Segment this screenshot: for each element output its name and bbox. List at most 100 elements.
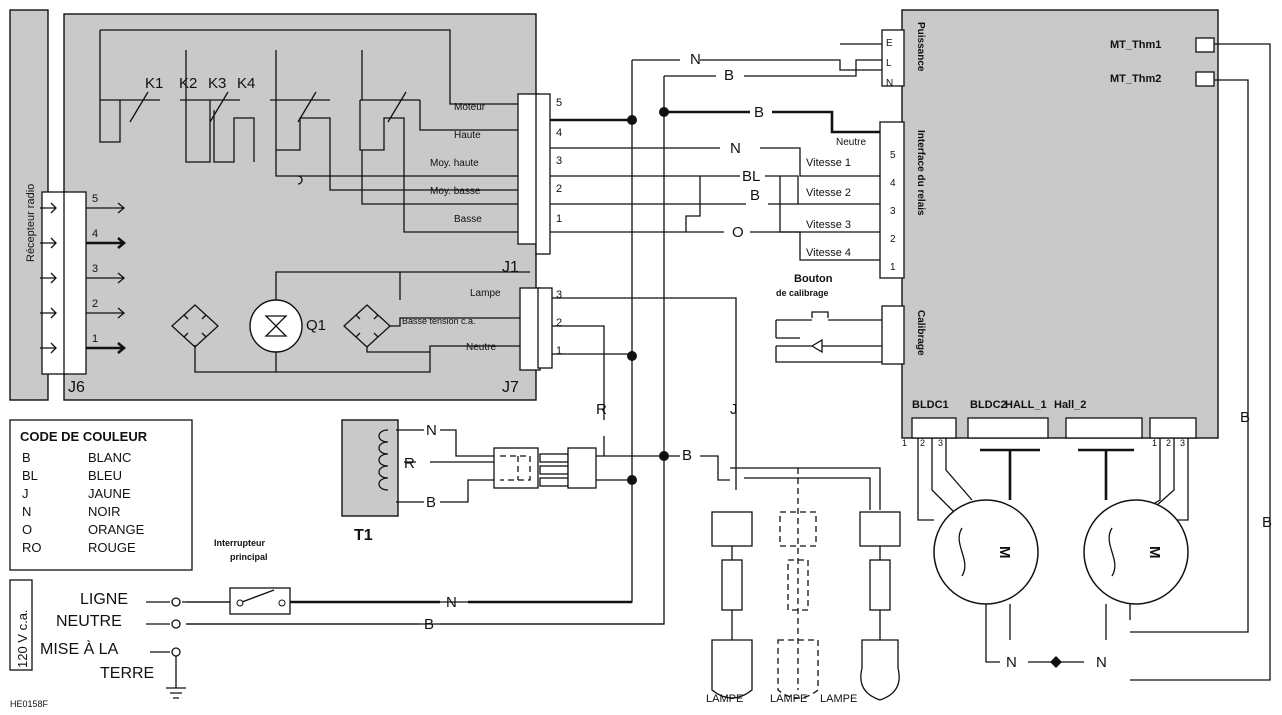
- calibration-title: Calibrage: [915, 310, 926, 356]
- puissance-connector: [881, 29, 905, 87]
- supply-voltage: 120 V c.a.: [15, 609, 30, 668]
- calibration-connector: [881, 305, 905, 365]
- t1-label-n: N: [426, 422, 437, 439]
- junction-2: [627, 351, 637, 361]
- puissance-pin-l: L: [886, 58, 892, 69]
- t1-label-r: R: [404, 455, 415, 472]
- main-switch-label-1: Interrupteur: [214, 538, 266, 548]
- puissance-pin-n: N: [886, 78, 893, 89]
- color-code-row-code: O: [22, 522, 32, 537]
- speed-2: Vitesse 2: [806, 187, 851, 199]
- color-code-row-code: N: [22, 504, 31, 519]
- motor-2-label: M: [1146, 546, 1163, 559]
- relay-num-3: 3: [890, 206, 896, 217]
- supply-neutre: NEUTRE: [56, 613, 122, 630]
- speed-4: Vitesse 4: [806, 247, 851, 259]
- wire-line-n: N: [446, 594, 457, 611]
- q1-triac: [194, 271, 530, 373]
- j7-connector: [519, 287, 541, 371]
- j7-label: J7: [502, 379, 519, 396]
- j1-num-4: 4: [556, 127, 562, 139]
- wire-b-v3: B: [750, 187, 760, 204]
- color-code-row-name: BLEU: [88, 468, 122, 483]
- wire-bl-v2: BL: [742, 168, 760, 185]
- j7-label-basse-tension: Basse tension c.a.: [402, 316, 476, 326]
- relay-num-4: 4: [890, 178, 896, 189]
- color-code-table: [9, 419, 193, 571]
- thermal-1: MT_Thm1: [1110, 39, 1161, 51]
- calibration-button: [775, 311, 882, 363]
- j6-pin-4: 4: [92, 228, 98, 240]
- wire-right-b-1: B: [1240, 409, 1250, 426]
- motor-1: [933, 499, 1039, 605]
- bottom-connector-blocks: [911, 417, 1197, 439]
- color-code-row-name: BLANC: [88, 450, 131, 465]
- junction-1: [627, 115, 637, 125]
- thermal-1-connector: [1195, 37, 1215, 53]
- relay-num-2: 2: [890, 234, 896, 245]
- wire-r-mid: R: [596, 401, 607, 418]
- relay-interface-title: Interface du relais: [915, 130, 926, 216]
- wire-b-lamp: B: [682, 447, 692, 464]
- bridge-rectifier-left: [171, 304, 219, 348]
- j1-connector: [517, 93, 539, 245]
- j7-num-3: 3: [556, 289, 562, 301]
- transformer-coil: [378, 429, 389, 491]
- motor-n-1: N: [1006, 654, 1017, 671]
- main-switch-label-2: principal: [230, 552, 268, 562]
- j1-num-5: 5: [556, 97, 562, 109]
- relay-k3: K3: [208, 75, 226, 92]
- supply-terre-1: MISE À LA: [40, 639, 119, 658]
- relay-neutre-label: Neutre: [836, 137, 866, 148]
- thermal-2-connector: [1195, 71, 1215, 87]
- color-code-row-name: JAUNE: [88, 486, 131, 501]
- j7-label-lampe: Lampe: [470, 288, 501, 299]
- bldc1-pin-1: 1: [902, 438, 907, 448]
- t1-wire-b: [396, 479, 494, 503]
- j6-connector: [41, 191, 67, 375]
- supply-box: [9, 579, 33, 671]
- t1-label: T1: [354, 527, 373, 544]
- j7-label-neutre: Neutre: [466, 342, 496, 353]
- motor-neutral-junction: [1050, 656, 1062, 668]
- puissance-wires: [839, 43, 882, 71]
- j1-output-wires: [550, 118, 880, 261]
- color-code-row-code: B: [22, 450, 31, 465]
- motor-n-2: N: [1096, 654, 1107, 671]
- transformer-t1: [341, 419, 399, 517]
- j6-pin-5: 5: [92, 193, 98, 205]
- wire-n-v1: N: [730, 140, 741, 157]
- supply-wires: [146, 597, 234, 699]
- lamp-b-wire: [664, 455, 730, 481]
- thermal-1-wire: [1130, 43, 1271, 681]
- calibration-button-label-1: Bouton: [794, 273, 833, 285]
- bldc1-pin-2: 2: [920, 438, 925, 448]
- color-code-title: CODE DE COULEUR: [20, 429, 148, 444]
- bldc2-pin-2: 2: [1166, 438, 1171, 448]
- j1-pin-labels: Moteur Haute Moy. haute Moy. basse Basse…: [430, 97, 562, 225]
- relay-interface-connector: [879, 121, 905, 279]
- j6-arrows: [40, 202, 127, 354]
- calibration-button-label-2: de calibrage: [776, 288, 829, 298]
- hall1-label: HALL_1: [1005, 399, 1047, 411]
- puissance-pin-e: E: [886, 38, 893, 49]
- supply-terre-2: TERRE: [100, 665, 154, 682]
- j7-output-wires: [552, 297, 737, 490]
- bridge-rectifier-right: [343, 304, 530, 353]
- color-code-rows: B BLANC BL BLEU J JAUNE N NOIR O ORANGE …: [22, 450, 145, 555]
- radio-receiver-label: Récepteur radio: [25, 184, 37, 262]
- motor-wiring: [917, 438, 1189, 521]
- speed-1: Vitesse 1: [806, 157, 851, 169]
- relay-num-5: 5: [890, 150, 896, 161]
- color-code-row-code: J: [22, 486, 29, 501]
- wire-neutral-b: B: [424, 616, 434, 633]
- motor-1-label: M: [996, 546, 1013, 559]
- j1-label-basse: Basse: [454, 214, 482, 225]
- j7-num-1: 1: [556, 345, 562, 357]
- thermal-2: MT_Thm2: [1110, 73, 1161, 85]
- motor-controller-board: [901, 9, 1219, 439]
- figure-code: HE0158F: [10, 699, 49, 709]
- j6-label: J6: [68, 379, 85, 396]
- bldc2-pin-1: 1: [1152, 438, 1157, 448]
